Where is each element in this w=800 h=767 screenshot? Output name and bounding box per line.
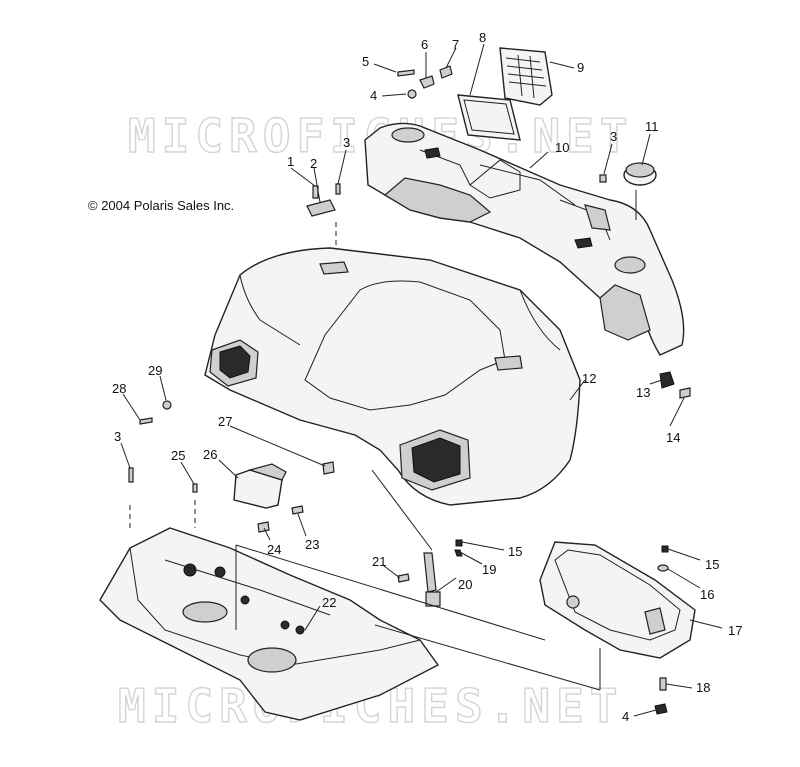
callout-28: 28 [112,381,126,396]
callout-15b: 15 [705,557,719,572]
callout-4b: 4 [622,709,629,724]
strap-part-20 [423,552,441,607]
callout-11: 11 [645,119,659,134]
grille-part-9 [499,47,553,106]
callout-17: 17 [728,623,742,638]
callout-3b: 3 [610,129,617,144]
upper-rack-part-10 [364,122,685,356]
callout-24: 24 [267,542,281,557]
callout-labels: 1 2 3 3 3 4 4 5 6 7 8 9 10 11 12 13 14 1… [112,30,742,724]
light-part-26 [233,463,287,509]
callout-3c: 3 [114,429,121,444]
fasteners-left-3-25-28-29 [128,174,607,493]
screw-part-24 [257,521,270,533]
copyright-text: © 2004 Polaris Sales Inc. [88,198,234,213]
callout-7: 7 [452,37,459,52]
clip-part-27 [322,461,335,475]
callout-22: 22 [322,595,336,610]
callout-3a: 3 [343,135,350,150]
callout-13: 13 [636,385,650,400]
callout-26: 26 [203,447,217,462]
callout-5: 5 [362,54,369,69]
gasket-part-8 [457,94,521,141]
callout-8: 8 [479,30,486,45]
hardware-right-13-14 [659,371,691,399]
callout-10: 10 [555,140,569,155]
callout-14: 14 [666,430,680,445]
callout-18: 18 [696,680,710,695]
callout-19: 19 [482,562,496,577]
callout-1: 1 [287,154,294,169]
assembly-lines [129,190,637,691]
callout-2: 2 [310,156,317,171]
leader-lines [120,43,723,717]
callout-21: 21 [372,554,386,569]
small-hardware-15-16-18-19-21 [397,539,669,715]
lower-tray-part-22 [99,527,440,721]
callout-27: 27 [218,414,232,429]
callout-9: 9 [577,60,584,75]
storage-box-part-17 [539,541,696,659]
callout-6: 6 [421,37,428,52]
cap-part-11 [623,162,657,186]
callout-25: 25 [171,448,185,463]
callout-23: 23 [305,537,319,552]
callout-4a: 4 [370,88,377,103]
callout-16: 16 [700,587,714,602]
pin-part-23 [291,505,304,515]
hardware-top-4-7 [397,65,453,99]
callout-29: 29 [148,363,162,378]
callout-12: 12 [582,371,596,386]
hood-part-12 [204,247,581,506]
hinge-part-2 [306,183,341,217]
callout-20: 20 [458,577,472,592]
callout-15a: 15 [508,544,522,559]
